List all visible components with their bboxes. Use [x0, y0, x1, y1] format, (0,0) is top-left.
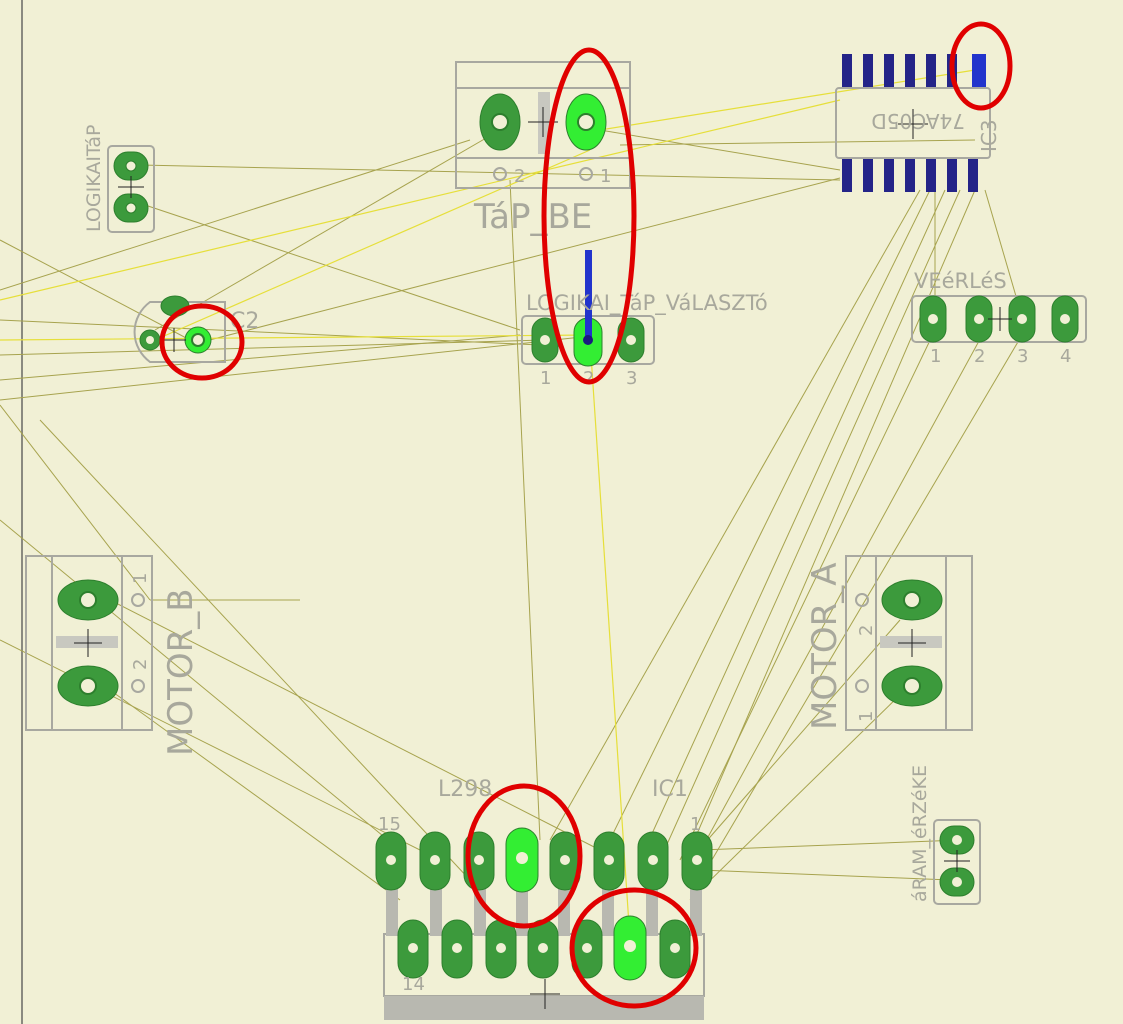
aram-erzekelo-label: áRAM_éRZéKE — [909, 765, 931, 902]
motor-a-pin1-label: 1 — [856, 711, 877, 722]
component-c2[interactable]: C2 — [133, 295, 260, 363]
annotation-circle-l298-top-pad — [465, 783, 583, 929]
logikai-tap-label: LOGIKAITáP — [83, 125, 105, 232]
valaszto-pin3-label: 3 — [626, 368, 637, 389]
logikai-tap-valaszto-label: LOGIKAI_TáP_VáLASZTó — [526, 291, 768, 316]
component-logikai-tap[interactable]: LOGIKAITáP — [83, 125, 155, 233]
tap-be-pin2-label: 2 — [514, 166, 525, 187]
vezerles-pin2-label: 2 — [974, 346, 985, 367]
component-vezerles[interactable]: VEéRLéS 1 2 3 4 — [911, 269, 1087, 367]
component-ic3[interactable]: 74AC05D IC3 — [835, 54, 1001, 192]
component-aram-erzekelo[interactable]: áRAM_éRZéKE — [909, 765, 981, 905]
vezerles-label: VEéRLéS — [914, 269, 1007, 293]
motor-b-pin2-label: 2 — [130, 659, 151, 670]
airwires — [0, 129, 1026, 901]
motor-b-pin1-label: 1 — [130, 573, 151, 584]
motor-a-pin2-label: 2 — [856, 625, 877, 636]
component-motor-b[interactable]: 1 2 MOTOR_B — [25, 555, 201, 756]
valaszto-pin1-label: 1 — [540, 368, 551, 389]
vezerles-pin4-label: 4 — [1060, 346, 1071, 367]
l298-pin15-label: 15 — [378, 814, 401, 835]
ic3-value-label: 74AC05D — [871, 109, 965, 133]
l298-pin1-label: 1 — [690, 814, 701, 835]
annotation-circle-l298-bottom-pad — [569, 887, 699, 1009]
ic3-top-pads — [842, 54, 986, 88]
motor-a-label: MOTOR_A — [805, 562, 845, 730]
vezerles-pin3-label: 3 — [1017, 346, 1028, 367]
l298-pin14-label: 14 — [402, 974, 425, 995]
l298-bottom-row-pads — [397, 915, 691, 981]
l298-label: L298 — [438, 777, 492, 802]
ic1-label: IC1 — [652, 777, 688, 802]
ic3-label: IC3 — [977, 119, 1001, 152]
annotation-circle-c2-pad — [159, 303, 245, 381]
annotation-circles — [159, 21, 1013, 1009]
tap-be-pin1-label: 1 — [600, 166, 611, 187]
tap-be-label: TáP_BE — [473, 197, 592, 237]
annotation-circle-tap-be-trace — [541, 47, 637, 385]
vezerles-pin1-label: 1 — [930, 346, 941, 367]
component-logikai-tap-valaszto[interactable]: LOGIKAI_TáP_VáLASZTó 1 2 3 — [521, 250, 768, 389]
annotation-circle-ic3-pin — [949, 21, 1013, 111]
component-motor-a[interactable]: 2 1 MOTOR_A — [805, 555, 973, 731]
motor-b-label: MOTOR_B — [161, 588, 201, 756]
component-tap-be[interactable]: 2 1 TáP_BE — [455, 61, 631, 237]
valaszto-pin2-label: 2 — [583, 368, 594, 389]
ic3-bottom-pads — [842, 158, 978, 192]
l298-top-row-pads — [375, 827, 713, 893]
